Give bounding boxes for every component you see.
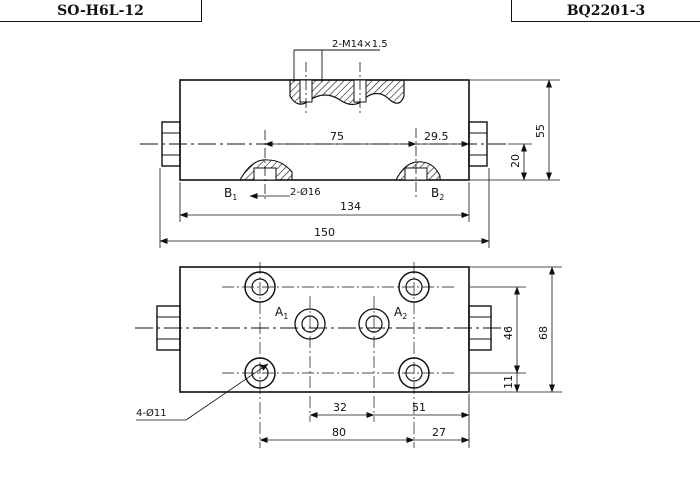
mounting-hole-br bbox=[398, 357, 430, 389]
bottom-port-sections bbox=[239, 128, 441, 200]
dim-11-label: 11 bbox=[502, 375, 515, 389]
svg-text:B2: B2 bbox=[431, 186, 444, 202]
dim-55-label: 55 bbox=[534, 124, 547, 138]
top-thread-section: 2-M14×1.5 bbox=[289, 39, 405, 116]
title-block-right: BQ2201-3 bbox=[511, 0, 700, 22]
port-a2 bbox=[358, 308, 390, 340]
port-a1-label: A bbox=[275, 305, 284, 319]
dim-75-label: 75 bbox=[330, 130, 344, 143]
port-a1 bbox=[294, 308, 326, 340]
front-view: 2-M14×1.5 75 29.5 B1 B2 2-Ø16 bbox=[140, 39, 560, 248]
dim-20-label: 20 bbox=[509, 154, 522, 168]
port-b2-label: B bbox=[431, 186, 439, 200]
port-a1-sub: 1 bbox=[283, 312, 288, 321]
mounting-hole-tr bbox=[398, 271, 430, 303]
dim-134-label: 134 bbox=[340, 200, 361, 213]
mount-hole-spec-label: 4-Ø11 bbox=[136, 407, 167, 419]
mounting-hole-tl bbox=[244, 271, 276, 303]
hole-spec-label: 2-Ø16 bbox=[290, 186, 321, 198]
mounting-hole-bl bbox=[244, 357, 276, 389]
thread-spec-label: 2-M14×1.5 bbox=[332, 39, 388, 50]
dim-46-label: 46 bbox=[502, 326, 515, 340]
svg-text:A2: A2 bbox=[394, 305, 407, 321]
svg-text:A1: A1 bbox=[275, 305, 288, 321]
dim-29-5-label: 29.5 bbox=[424, 130, 449, 143]
dim-150-label: 150 bbox=[314, 226, 335, 239]
dim-27-label: 27 bbox=[432, 426, 446, 439]
title-block-left: SO-H6L-12 bbox=[0, 0, 202, 22]
port-b2-sub: 2 bbox=[439, 193, 444, 202]
dim-32-label: 32 bbox=[333, 401, 347, 414]
drawing-number: BQ2201-3 bbox=[566, 2, 646, 19]
svg-text:B1: B1 bbox=[224, 186, 237, 202]
dim-80-label: 80 bbox=[332, 426, 346, 439]
dim-68-label: 68 bbox=[537, 326, 550, 340]
model-code: SO-H6L-12 bbox=[57, 2, 144, 19]
top-view: A1 A2 4-Ø11 32 51 80 27 46 11 bbox=[135, 262, 562, 448]
port-b1-sub: 1 bbox=[232, 193, 237, 202]
port-b1-label: B bbox=[224, 186, 232, 200]
dim-51-label: 51 bbox=[412, 401, 426, 414]
port-a2-sub: 2 bbox=[402, 312, 407, 321]
port-a2-label: A bbox=[394, 305, 403, 319]
